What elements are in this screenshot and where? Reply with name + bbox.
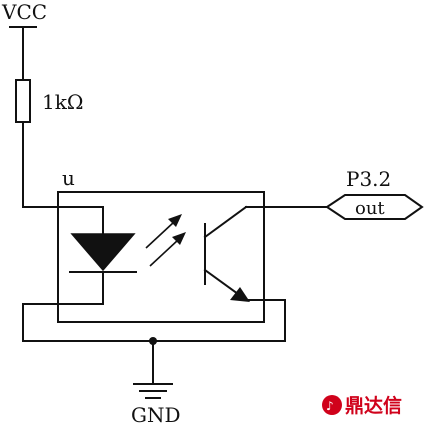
resistor-label: 1kΩ (42, 90, 83, 114)
output-port: P3.2 out (325, 167, 424, 220)
port-label: P3.2 (346, 167, 391, 191)
led-diode-symbol (69, 233, 137, 305)
ground-wiring (22, 299, 286, 385)
optocoupler-package: u (57, 166, 265, 323)
ground-junction-dot (149, 337, 157, 345)
led-anode-wire (22, 206, 104, 235)
resistor-1k: 1kΩ (15, 79, 83, 208)
watermark-text: 鼎达信 (345, 394, 402, 417)
vcc-supply: VCC (1, 0, 47, 81)
svg-text:♪: ♪ (326, 399, 334, 413)
brand-logo-icon (322, 395, 342, 415)
ground-label: GND (131, 403, 181, 427)
optocoupler-label: u (62, 166, 75, 190)
brand-watermark: ♪ 鼎达信 (322, 394, 402, 417)
output-label: out (355, 198, 385, 219)
light-emission-arrows (145, 214, 186, 267)
ground-symbol: GND (131, 383, 181, 427)
vcc-label: VCC (1, 0, 47, 24)
phototransistor-symbol (203, 205, 265, 302)
